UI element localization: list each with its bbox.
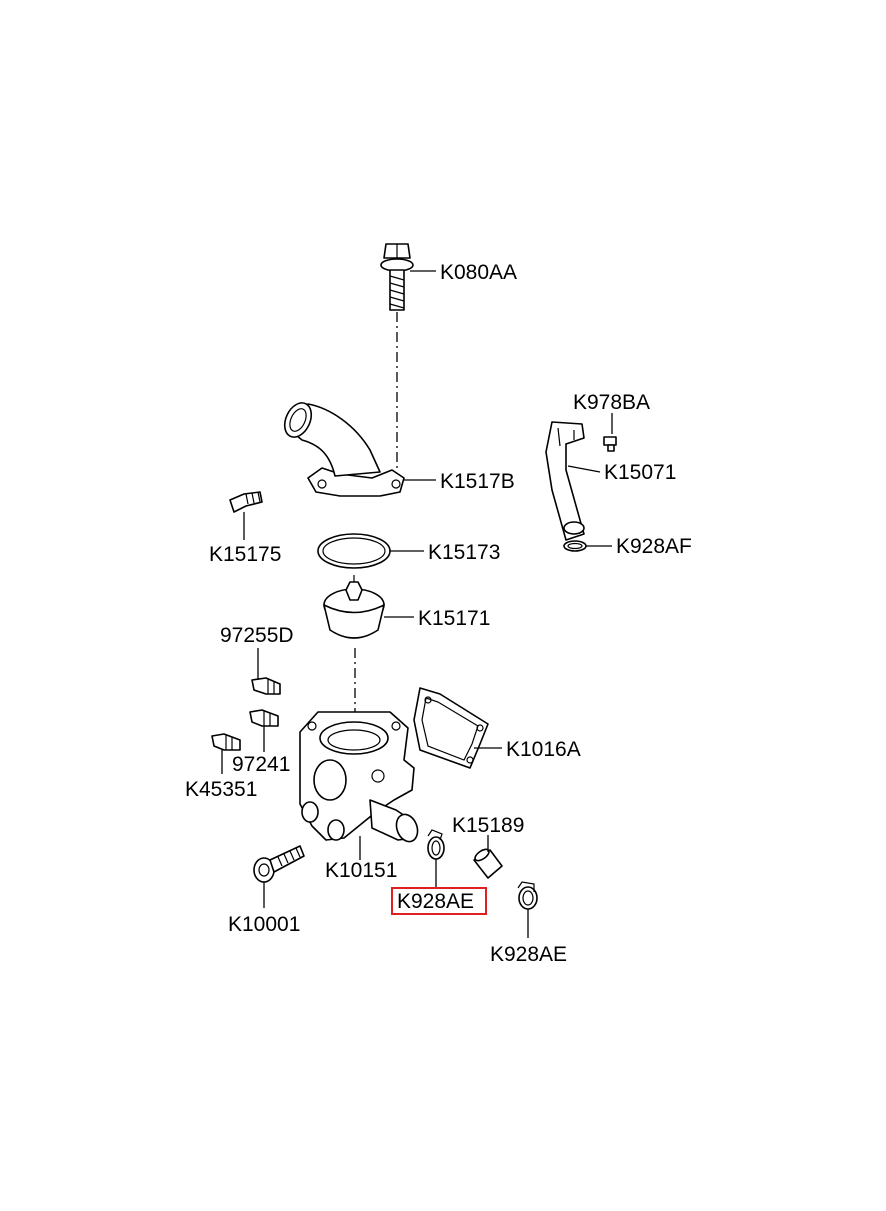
label-k928ae[interactable]: K928AE <box>490 943 567 966</box>
label-k15175[interactable]: K15175 <box>209 543 281 566</box>
bolt-k10001[interactable] <box>253 845 305 883</box>
clamp-k928ae[interactable] <box>517 881 538 910</box>
leader-lines <box>221 270 613 938</box>
label-k10151[interactable]: K10151 <box>325 859 397 882</box>
label-k928ae-selected[interactable]: K928AE <box>397 890 474 913</box>
label-k928af[interactable]: K928AF <box>616 535 692 558</box>
sensor-97255d[interactable] <box>251 677 281 695</box>
label-97241[interactable]: 97241 <box>232 753 290 776</box>
hose-k15189[interactable] <box>473 847 503 879</box>
label-k10001[interactable]: K10001 <box>228 913 300 936</box>
clamp-k928af[interactable] <box>563 540 587 552</box>
housing-k10151[interactable] <box>299 711 421 845</box>
bolt-k978ba[interactable] <box>603 436 617 452</box>
label-k080aa[interactable]: K080AA <box>440 261 517 284</box>
sensor-k15175[interactable] <box>229 491 263 513</box>
pipe-k15071[interactable] <box>545 421 585 541</box>
sensor-97241[interactable] <box>249 709 279 727</box>
bolt-k080aa[interactable] <box>380 243 414 311</box>
gasket-k1016a[interactable] <box>413 687 489 769</box>
gasket-k15173[interactable] <box>317 533 391 569</box>
label-k45351[interactable]: K45351 <box>185 778 257 801</box>
sensor-k45351[interactable] <box>211 733 241 751</box>
label-97255d[interactable]: 97255D <box>220 624 294 647</box>
label-k1016a[interactable]: K1016A <box>506 738 581 761</box>
label-k15173[interactable]: K15173 <box>428 541 500 564</box>
selected-part-highlight <box>391 887 487 915</box>
label-k978ba[interactable]: K978BA <box>573 391 650 414</box>
label-k15189[interactable]: K15189 <box>452 814 524 837</box>
label-k1517b[interactable]: K1517B <box>440 470 515 493</box>
outlet-housing-k1517b[interactable] <box>280 399 405 497</box>
clamp-k928ae-selected[interactable] <box>427 829 445 860</box>
thermostat-k15171[interactable] <box>323 575 385 639</box>
label-k15171[interactable]: K15171 <box>418 607 490 630</box>
label-k15071[interactable]: K15071 <box>604 461 676 484</box>
